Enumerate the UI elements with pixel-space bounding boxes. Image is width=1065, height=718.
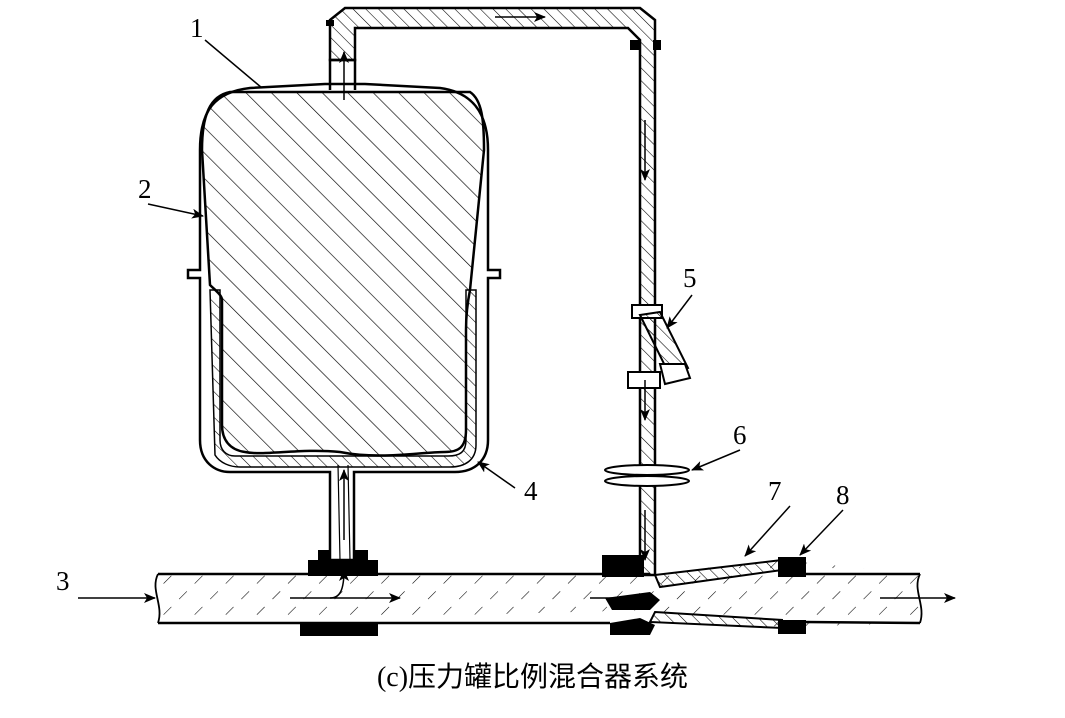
flow-arrows: [290, 12, 956, 603]
main-pipe: [154, 560, 923, 627]
bypass-pipe: [326, 6, 661, 577]
figure-caption: (c)压力罐比例混合器系统: [376, 662, 689, 693]
label-7: 7: [768, 476, 782, 506]
venturi-mixer: [605, 558, 783, 630]
label-1: 1: [190, 13, 204, 43]
leader-lines: [78, 39, 844, 603]
label-3: 3: [56, 566, 70, 596]
label-8: 8: [836, 480, 850, 510]
label-5: 5: [683, 263, 697, 293]
pipe-fittings: [300, 550, 806, 636]
label-2: 2: [138, 174, 152, 204]
valve: [627, 304, 692, 389]
flange: [604, 464, 690, 487]
bladder: [200, 90, 486, 457]
label-6: 6: [733, 420, 747, 450]
pressure-tank: [186, 58, 502, 562]
label-4: 4: [524, 476, 538, 506]
